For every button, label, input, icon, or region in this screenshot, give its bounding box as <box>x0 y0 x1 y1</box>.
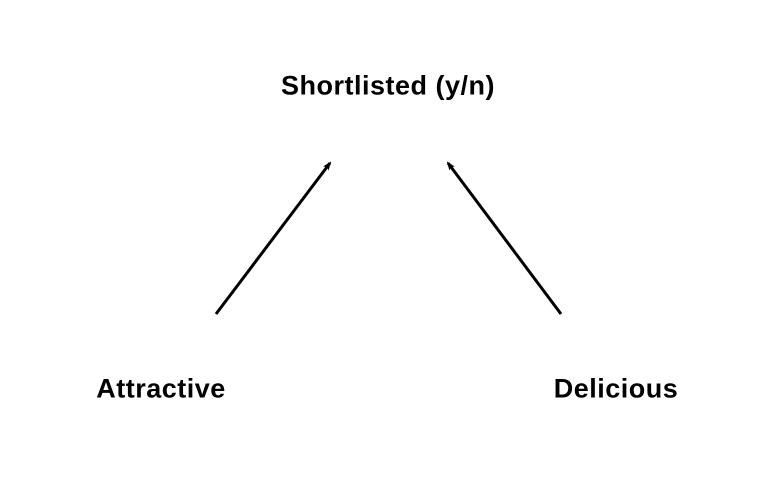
cause-node-delicious-label: Delicious <box>553 373 679 404</box>
arrow-delicious-to-shortlisted <box>446 161 563 315</box>
outcome-node-label: Shortlisted (y/n) <box>280 70 496 101</box>
cause-node-attractive-label: Attractive <box>96 373 226 404</box>
arrow-attractive-to-shortlisted <box>214 161 332 315</box>
